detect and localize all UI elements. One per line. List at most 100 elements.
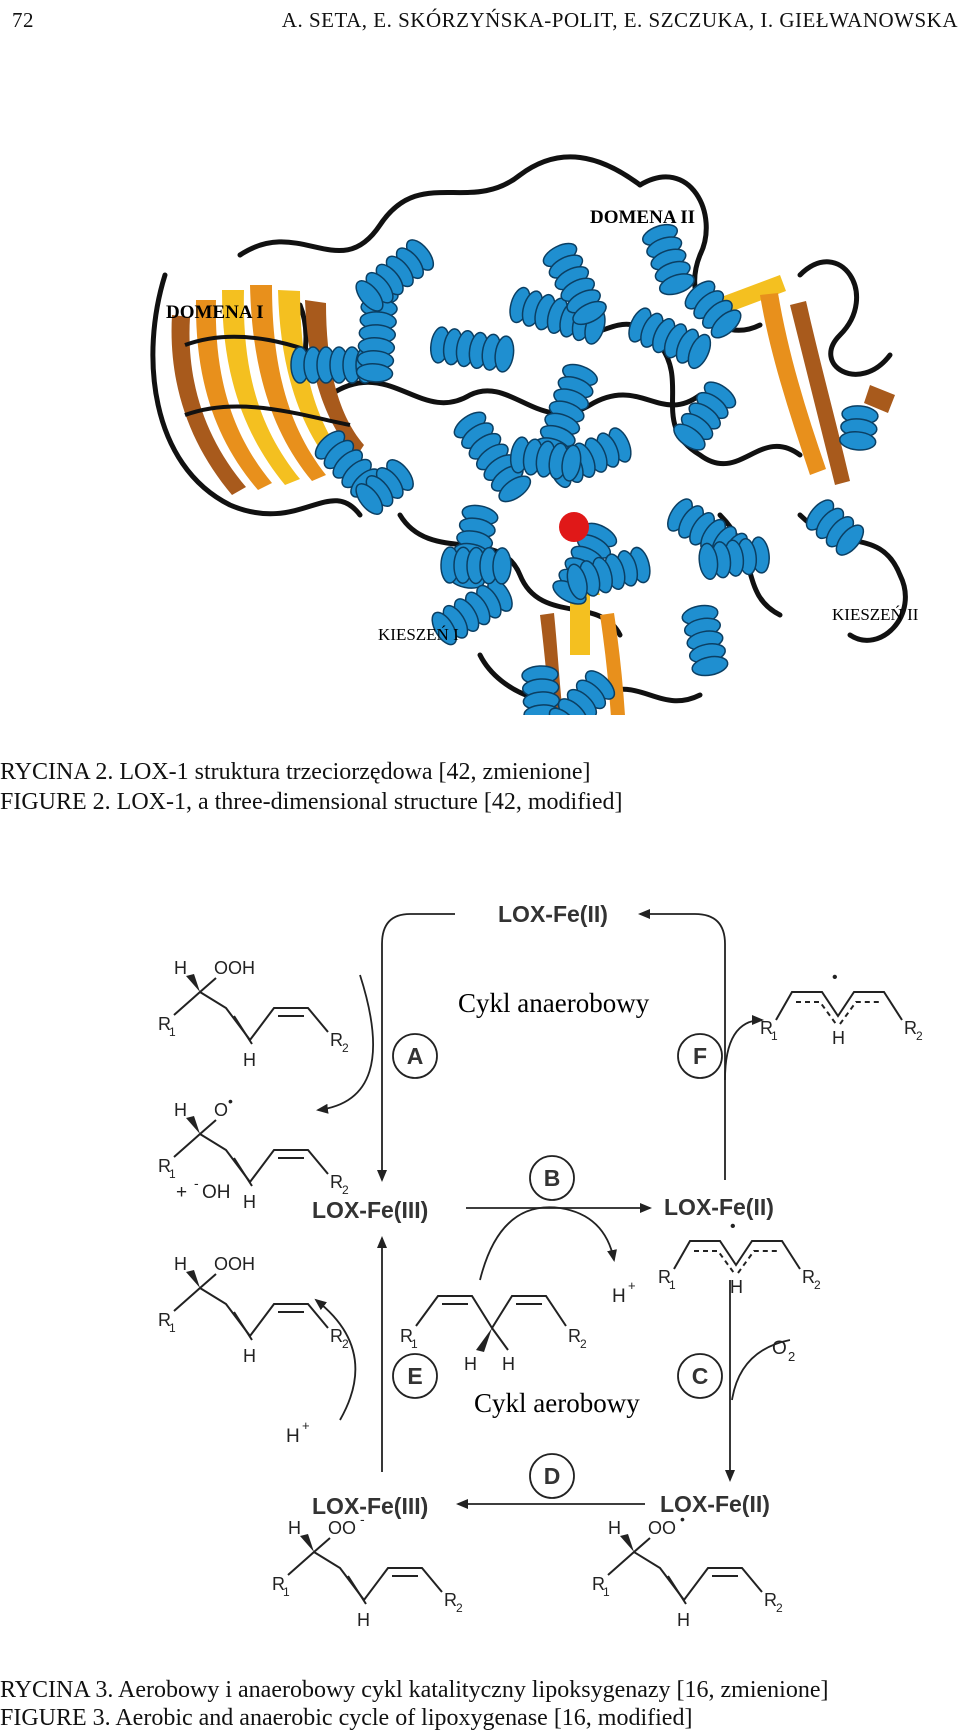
- r2-subscript: 2: [456, 1601, 463, 1615]
- helix: [566, 546, 651, 601]
- anaerobic-cycle-label: Cykl anaerobowy: [458, 988, 650, 1018]
- r1-label: R: [658, 1267, 671, 1287]
- r2-label: R: [802, 1267, 815, 1287]
- r2-label: R: [444, 1590, 457, 1610]
- helix: [542, 242, 607, 326]
- page-number: 72: [12, 8, 34, 32]
- lox1-structure-figure: DOMENA I DOMENA II KIESZEŃ I KIESZEŃ II: [150, 154, 919, 715]
- radical-dot: •: [832, 969, 838, 986]
- h-label: H: [677, 1610, 690, 1630]
- author-list: A. SETA, E. SKÓRZYŃSKA-POLIT, E. SZCZUKA…: [281, 8, 958, 32]
- helix: [684, 280, 742, 339]
- helix: [641, 223, 695, 296]
- enzyme-lox-fe3-bottom: LOX-Fe(III): [312, 1493, 428, 1519]
- step-b: B: [529, 1155, 575, 1201]
- h-label: H: [502, 1354, 515, 1374]
- oxygen-charge: •: [228, 1093, 233, 1109]
- helix: [355, 459, 414, 515]
- domain1-beta-barrel: [171, 285, 364, 495]
- helix: [431, 578, 513, 646]
- r2-subscript: 2: [776, 1601, 783, 1615]
- enzyme-lox-fe3-left: LOX-Fe(III): [312, 1197, 428, 1223]
- iron-atom: [559, 512, 589, 542]
- r2-label: R: [764, 1590, 777, 1610]
- step-label: D: [544, 1463, 561, 1489]
- h-label: H: [464, 1354, 477, 1374]
- dioxygen-subscript: 2: [788, 1349, 795, 1364]
- r1-subscript: 1: [411, 1337, 418, 1351]
- cycle-arrows: [314, 909, 791, 1509]
- figure3-caption-en: FIGURE 3. Aerobic and anaerobic cycle of…: [0, 1705, 693, 1731]
- enzyme-lox-fe2-top: LOX-Fe(II): [498, 901, 608, 927]
- figure2-caption-en: FIGURE 2. LOX-1, a three-dimensional str…: [0, 789, 623, 815]
- h-label: H: [357, 1610, 370, 1630]
- proton-released: H: [612, 1286, 626, 1307]
- r1-label: R: [158, 1156, 171, 1176]
- oxygen-charge: -: [360, 1511, 365, 1527]
- r1-label: R: [592, 1574, 605, 1594]
- r1-subscript: 1: [669, 1278, 676, 1292]
- helix: [453, 411, 532, 503]
- label-domain-1: DOMENA I: [166, 302, 264, 323]
- helix: [548, 670, 616, 715]
- helix: [698, 536, 770, 580]
- r1-label: R: [400, 1326, 413, 1346]
- r1-subscript: 1: [771, 1029, 778, 1043]
- enzyme-lox-fe2-bottom: LOX-Fe(II): [660, 1491, 770, 1517]
- proton-released-charge: +: [628, 1278, 636, 1293]
- oxygen-group: OO: [328, 1518, 356, 1538]
- r2-label: R: [904, 1018, 917, 1038]
- oxygen-group: OOH: [214, 958, 255, 978]
- step-d: D: [529, 1453, 575, 1499]
- r1-subscript: 1: [169, 1167, 176, 1181]
- step-c: C: [677, 1353, 723, 1399]
- helix: [839, 405, 879, 451]
- r1-label: R: [158, 1014, 171, 1034]
- helix: [681, 604, 729, 677]
- helix: [440, 546, 512, 585]
- h-label: H: [288, 1518, 301, 1538]
- oxygen-charge: •: [680, 1511, 685, 1527]
- aerobic-cycle-label: Cykl aerobowy: [474, 1388, 640, 1418]
- h-label: H: [174, 1100, 187, 1120]
- helix: [509, 436, 582, 482]
- h-label: H: [730, 1277, 743, 1297]
- step-e: E: [392, 1353, 438, 1399]
- helix: [673, 381, 737, 451]
- r2-subscript: 2: [342, 1337, 349, 1351]
- h-label: H: [174, 1254, 187, 1274]
- radical-dot: •: [730, 1218, 736, 1235]
- label-pocket-1: KIESZEŃ I: [378, 625, 459, 644]
- hydroxide-prefix: +: [176, 1182, 187, 1203]
- helix: [805, 499, 865, 556]
- r2-label: R: [330, 1030, 343, 1050]
- h-label: H: [243, 1050, 256, 1070]
- proton-consumed: H: [286, 1426, 300, 1447]
- step-label: B: [544, 1165, 561, 1191]
- r1-label: R: [760, 1018, 773, 1038]
- label-pocket-2: KIESZEŃ II: [832, 605, 919, 624]
- step-a: A: [392, 1033, 438, 1079]
- step-label: E: [407, 1363, 422, 1389]
- r1-subscript: 1: [169, 1025, 176, 1039]
- helix: [290, 346, 375, 384]
- step-label: A: [407, 1043, 424, 1069]
- figure2-caption-pl: RYCINA 2. LOX-1 struktura trzeciorzędowa…: [0, 759, 591, 785]
- oxygen-group: O: [214, 1100, 228, 1120]
- helix: [628, 307, 712, 370]
- r1-subscript: 1: [169, 1321, 176, 1335]
- h-label: H: [243, 1192, 256, 1212]
- r2-label: R: [330, 1326, 343, 1346]
- h-label: H: [608, 1518, 621, 1538]
- step-f: F: [677, 1033, 723, 1079]
- step-label: C: [692, 1363, 709, 1389]
- helix: [429, 326, 515, 373]
- hydroxide-charge: -: [194, 1175, 199, 1191]
- dioxygen: O: [772, 1338, 787, 1359]
- h-label: H: [174, 958, 187, 978]
